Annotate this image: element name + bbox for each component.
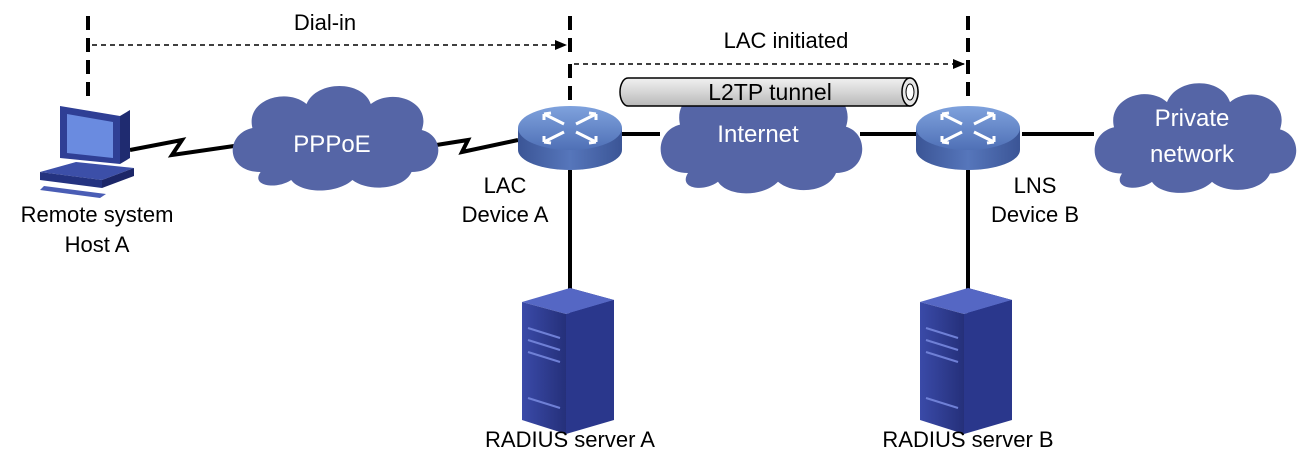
link-host-pppoe (129, 137, 235, 158)
dial-in-label: Dial-in (294, 10, 356, 35)
internet-label: Internet (717, 121, 799, 148)
l2tp-tunnel (619, 77, 919, 107)
lns-label-line2: Device B (991, 202, 1079, 227)
link-pppoe-lac (429, 137, 519, 155)
radius-b-label: RADIUS server B (882, 427, 1053, 452)
lac-label-line2: Device A (462, 202, 549, 227)
host-label-line1: Remote system (21, 202, 174, 227)
cloud-private-network (1094, 83, 1297, 193)
router-icon (916, 106, 1020, 170)
dial-in-arrow (86, 16, 572, 102)
radius-a-label: RADIUS server A (485, 427, 655, 452)
lac-label-line1: LAC (484, 173, 527, 198)
lns-label-line1: LNS (1014, 173, 1057, 198)
server-tower-icon (522, 288, 614, 434)
desktop-computer-icon (40, 106, 134, 198)
l2tp-tunnel-label: L2TP tunnel (708, 79, 832, 105)
host-label-line2: Host A (65, 232, 130, 257)
server-tower-icon (920, 288, 1012, 434)
lac-initiated-arrow (568, 16, 970, 102)
private-network-label-line1: Private (1155, 105, 1230, 132)
router-icon (518, 106, 622, 170)
private-network-label-line2: network (1150, 141, 1235, 168)
pppoe-label: PPPoE (293, 131, 370, 158)
lac-initiated-label: LAC initiated (724, 28, 849, 53)
